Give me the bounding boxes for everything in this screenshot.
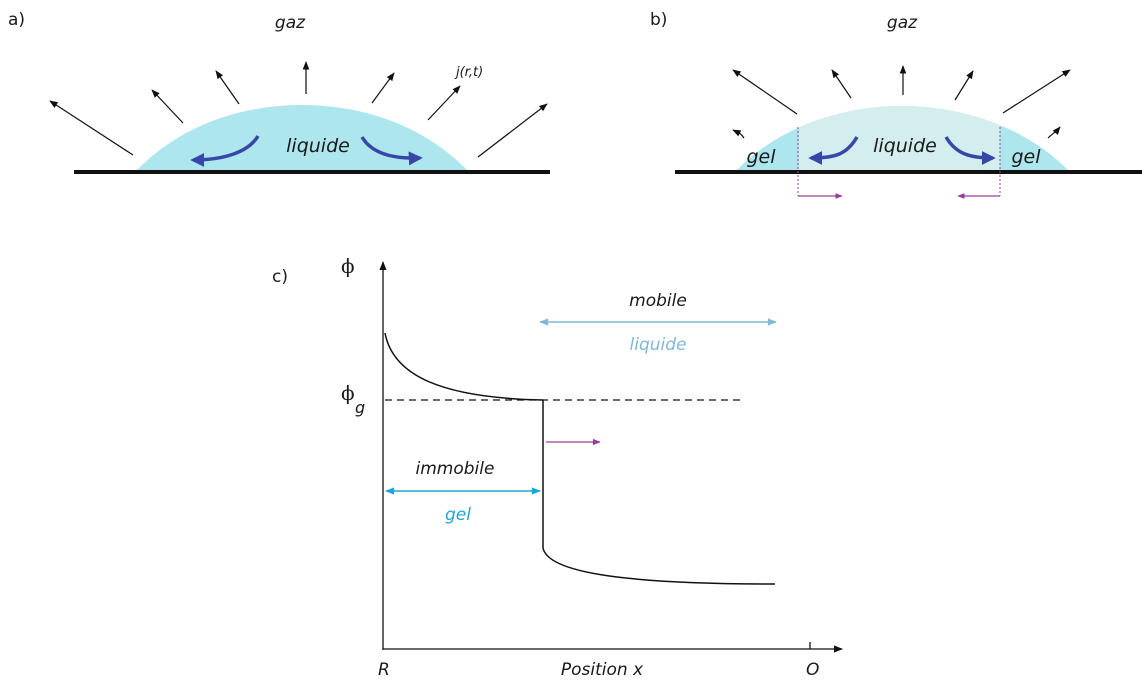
panel-b-label: b)	[650, 10, 667, 30]
panel-b-evaporation-flux-arrows	[732, 65, 1071, 139]
panel-c-x-axis-label: Position x	[561, 660, 644, 680]
panel-c-immobile-label: immobile	[416, 459, 495, 479]
flux-arrow	[1002, 69, 1071, 114]
panel-c-x-left-label: R	[378, 660, 390, 680]
panel-b-circulation-right	[944, 136, 996, 165]
panel-a-label: a)	[8, 10, 25, 30]
flux-arrow	[477, 103, 548, 158]
panel-b: b) gaz liquide gel gel	[650, 10, 1142, 199]
panel-c-phi-g-subscript: g	[355, 398, 365, 417]
flux-arrow	[954, 70, 974, 101]
panel-c-label: c)	[272, 267, 288, 287]
panel-a-evaporation-flux-arrows	[49, 61, 548, 158]
panel-c-phi-g-label: ϕ	[341, 381, 355, 405]
panel-c-y-axis-label: ϕ	[341, 254, 355, 278]
panel-c-gel-label: gel	[445, 505, 471, 525]
flux-arrow-small	[732, 129, 745, 139]
panel-c-profile-liquid	[542, 547, 776, 585]
flux-arrow-small	[1047, 126, 1061, 139]
panel-c: c) ϕ ϕ g R Position x O mobile liquide i…	[272, 254, 843, 680]
panel-c-liquid-label: liquide	[630, 335, 687, 355]
panel-b-gel-fronts	[797, 127, 1001, 196]
panel-b-liquid-core	[799, 106, 1000, 172]
panel-b-circulation-left	[808, 136, 859, 165]
flux-arrow	[215, 70, 240, 105]
panel-a-flux-label: j(r,t)	[454, 65, 483, 80]
panel-c-mobile-label: mobile	[629, 291, 687, 311]
panel-b-gel-left-label: gel	[746, 146, 776, 168]
flux-arrow	[49, 100, 134, 156]
panel-b-gel-right-label: gel	[1011, 146, 1041, 168]
panel-a: a) gaz j(r,t) liquide	[8, 10, 550, 174]
panel-a-circulation-right	[360, 136, 423, 166]
flux-arrow	[831, 69, 852, 99]
panel-a-circulation-left	[190, 135, 260, 167]
flux-arrow	[371, 72, 395, 104]
flux-arrow	[151, 89, 184, 124]
panel-a-liquid-label: liquide	[286, 135, 350, 157]
panel-c-profile-gel	[384, 332, 544, 401]
panel-b-gas-label: gaz	[887, 13, 918, 33]
panel-a-gas-label: gaz	[275, 13, 306, 33]
panel-c-x-right-label: O	[806, 660, 819, 680]
flux-arrow	[427, 85, 461, 121]
flux-arrow	[732, 69, 798, 115]
panel-b-liquid-label: liquide	[873, 135, 937, 157]
